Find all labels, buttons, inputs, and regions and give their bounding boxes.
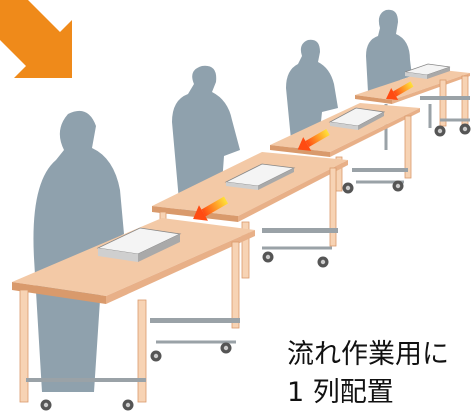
layout-caption: 流れ作業用に 1 列配置 xyxy=(287,336,449,412)
product-box xyxy=(404,63,451,79)
worker-silhouette xyxy=(286,39,338,150)
product-box xyxy=(328,107,386,130)
station-1 xyxy=(12,110,255,411)
down-right-arrow-icon xyxy=(0,0,72,78)
worker-silhouette xyxy=(366,9,412,96)
flow-arrow-icon xyxy=(386,81,414,101)
station-2 xyxy=(152,65,348,279)
station-3 xyxy=(270,39,420,194)
flow-arrow-icon xyxy=(193,196,228,221)
product-box xyxy=(96,227,182,262)
worker-silhouette xyxy=(172,65,240,212)
worker-silhouette xyxy=(33,110,124,392)
flow-arrow-icon xyxy=(297,128,330,151)
caption-line-1: 流れ作業用に xyxy=(287,339,449,370)
caption-line-2: 1 列配置 xyxy=(287,377,394,408)
product-box xyxy=(224,163,296,190)
